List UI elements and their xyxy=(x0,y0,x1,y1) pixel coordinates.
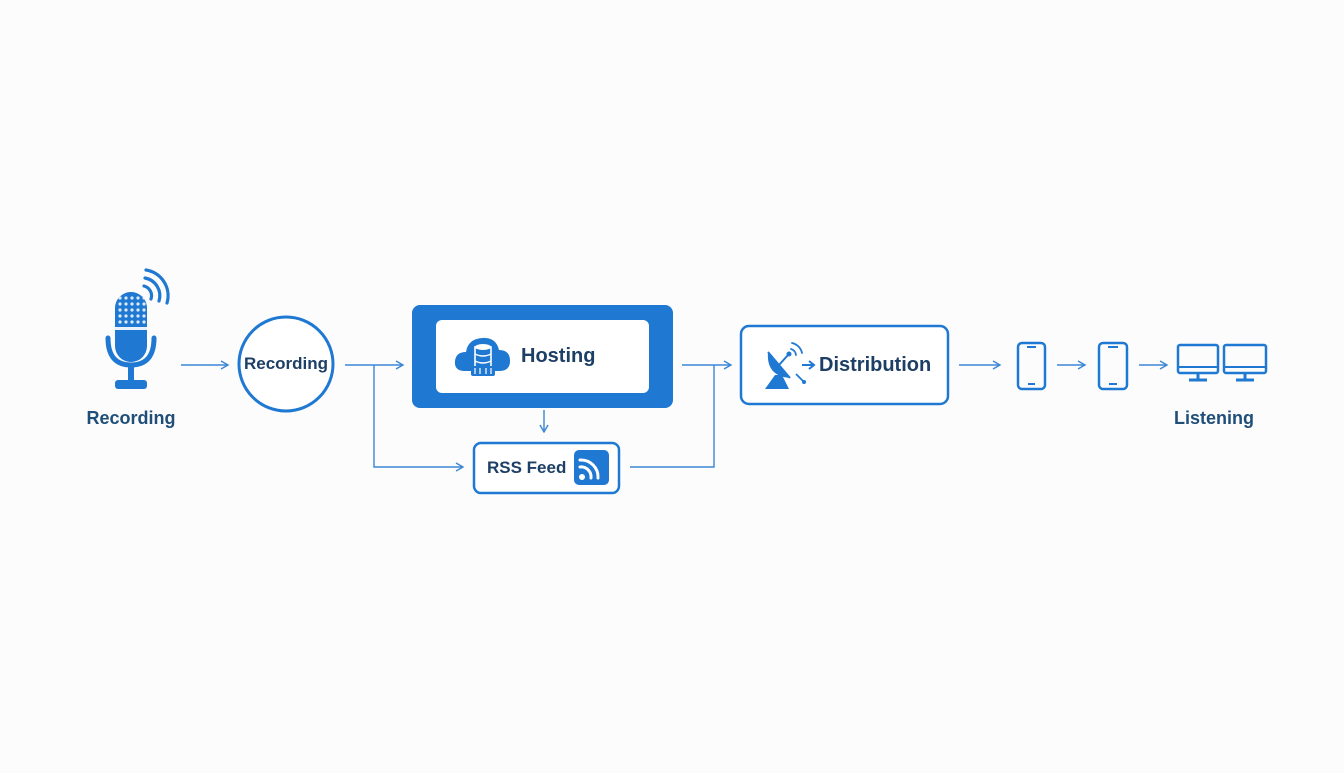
distribution-node-label: Distribution xyxy=(819,354,932,376)
desktop-monitor-icon xyxy=(1222,343,1268,382)
smartphone-icon xyxy=(1016,341,1047,391)
rss-feed-node xyxy=(472,441,621,495)
recording-node xyxy=(237,315,335,413)
rss-icon xyxy=(574,450,609,485)
desktop-monitor-icon xyxy=(1176,343,1220,382)
microphone-icon xyxy=(105,268,170,389)
rss-feed-node-label: RSS Feed xyxy=(487,458,567,477)
recording-node-label: Recording xyxy=(243,354,329,373)
connectors xyxy=(181,360,1169,472)
listening-caption: Listening xyxy=(1174,408,1254,428)
distribution-node xyxy=(739,324,950,406)
satellite-dish-icon xyxy=(765,342,816,389)
connector-rss-to-distribution xyxy=(630,365,715,468)
smartphone-icon xyxy=(1097,341,1129,391)
cloud-database-icon xyxy=(454,337,510,376)
microphone-caption: Recording xyxy=(86,408,176,428)
hosting-node-label: Hosting xyxy=(521,345,596,367)
arrow-recording-to-rss xyxy=(373,365,465,472)
hosting-node xyxy=(412,305,673,408)
